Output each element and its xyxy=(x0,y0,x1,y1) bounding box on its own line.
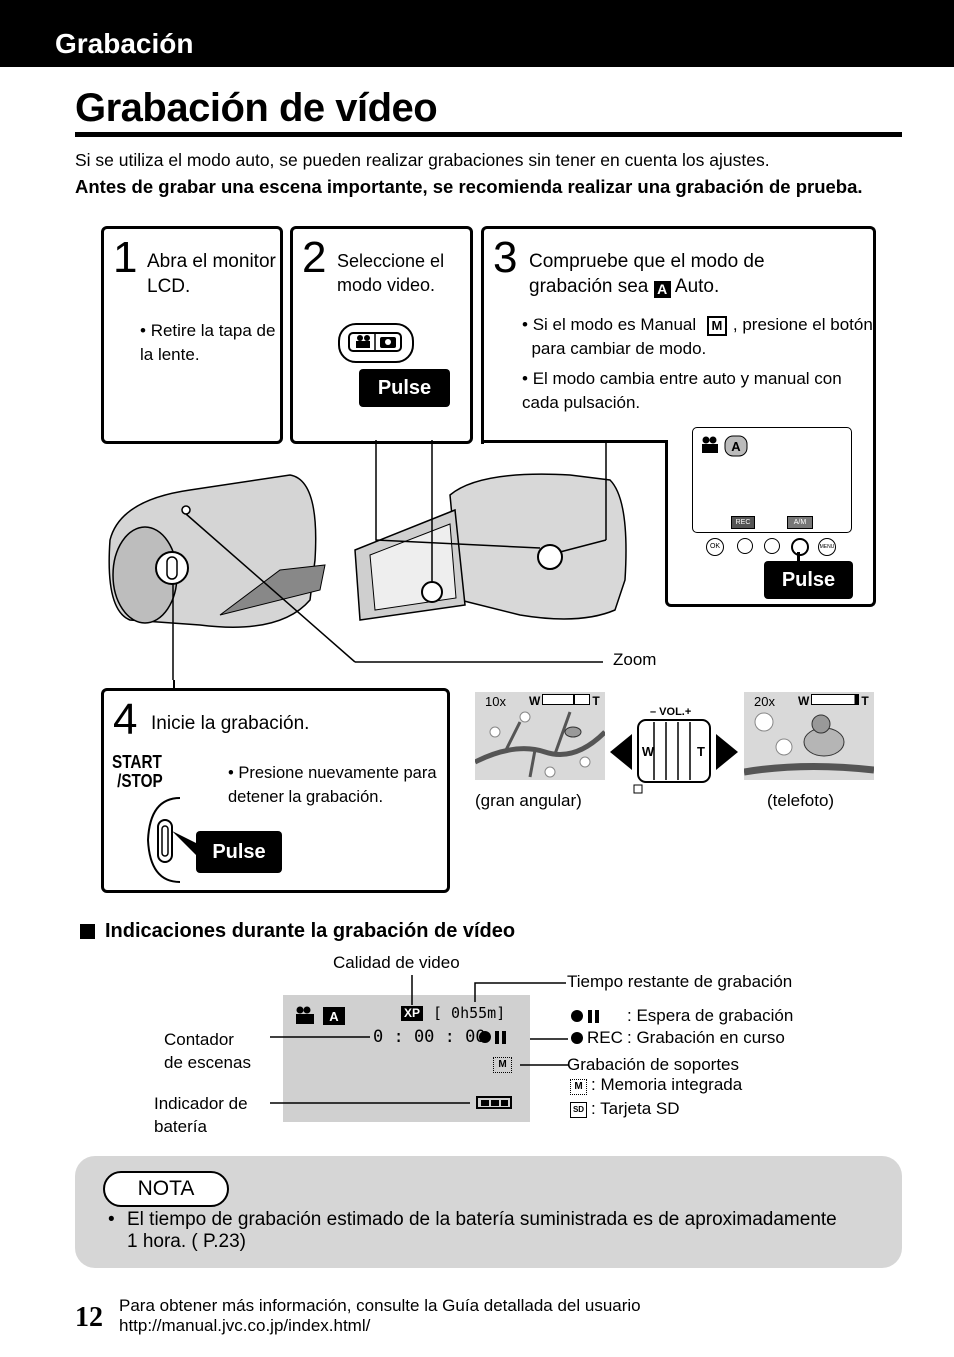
section-title: Grabación xyxy=(55,28,193,60)
recording-text: : Grabación en curso xyxy=(627,1028,785,1048)
intro-warning: Antes de grabar una escena importante, s… xyxy=(75,174,905,199)
step-4-box: 4 Inicie la grabación. START/STOP • Pres… xyxy=(101,688,450,893)
am-touch-button[interactable] xyxy=(791,538,809,556)
note-text: El tiempo de grabación estimado de la ba… xyxy=(127,1209,847,1253)
wide-zoom-level: 10x xyxy=(485,694,506,709)
mode-button[interactable] xyxy=(338,323,414,363)
page-number: 12 xyxy=(75,1302,103,1334)
touch-button-1[interactable] xyxy=(737,538,753,554)
am-indicator: A/M xyxy=(787,516,813,529)
video-photo-icon xyxy=(340,325,412,361)
step-4-number: 4 xyxy=(113,695,137,745)
svg-text:W: W xyxy=(642,744,655,759)
step-2-pulse-button[interactable]: Pulse xyxy=(359,369,450,407)
tele-zoom-level: 20x xyxy=(754,694,775,709)
standby-text: : Espera de grabación xyxy=(627,1006,793,1026)
step-3-bullet-2: • El modo cambia entre auto y manual con… xyxy=(522,367,874,415)
step-2-number: 2 xyxy=(302,233,326,283)
title-rule xyxy=(75,132,902,137)
media-label: Grabación de soportes xyxy=(567,1055,739,1075)
step-4-pulse-button[interactable]: Pulse xyxy=(196,831,282,873)
internal-memory-text: : Memoria integrada xyxy=(591,1075,742,1095)
sd-card-text: : Tarjeta SD xyxy=(591,1099,680,1119)
intro-text: Si se utiliza el modo auto, se pueden re… xyxy=(75,150,770,171)
svg-text:T: T xyxy=(697,744,705,759)
footer-text: Para obtener más información, consulte l… xyxy=(119,1296,641,1336)
step-3-box: 3 Compruebe que el modo de grabación sea… xyxy=(481,226,876,444)
zoom-lever[interactable]: W T xyxy=(608,716,740,796)
step-2-box: 2 Seleccione el modo video. Pulse xyxy=(290,226,473,444)
standby-pause-icon-1 xyxy=(588,1010,592,1023)
lcd-screen-step3: A REC A/M xyxy=(692,427,852,533)
internal-memory-legend-icon: M xyxy=(570,1079,587,1095)
recording-dot-icon xyxy=(571,1032,583,1044)
indication-leaders xyxy=(270,975,570,1115)
camcorder-illustration xyxy=(100,440,670,680)
step-4-title: Inicie la grabación. xyxy=(151,711,309,736)
sd-card-icon: SD xyxy=(570,1102,587,1118)
svg-text:A: A xyxy=(731,439,741,454)
time-label: Tiempo restante de grabación xyxy=(567,972,792,992)
step-2-title: Seleccione el modo video. xyxy=(337,249,467,297)
standby-dot-icon xyxy=(571,1010,583,1022)
auto-icon: A xyxy=(654,281,671,298)
zoom-label: Zoom xyxy=(613,650,656,670)
section-bullet-square xyxy=(80,924,95,939)
menu-button[interactable]: MENU xyxy=(818,538,836,556)
page-title: Grabación de vídeo xyxy=(75,86,437,131)
touch-button-2[interactable] xyxy=(764,538,780,554)
step-1-number: 1 xyxy=(113,233,137,283)
indications-heading: Indicaciones durante la grabación de víd… xyxy=(105,920,515,943)
note-tag: NOTA xyxy=(103,1171,229,1207)
video-auto-icon: A xyxy=(699,434,749,458)
start-stop-label: START/STOP xyxy=(112,753,163,791)
manual-icon: M xyxy=(707,316,727,336)
step-1-title: Abra el monitor LCD. xyxy=(147,249,282,299)
wide-caption: (gran angular) xyxy=(475,791,582,811)
step-1-box: 1 Abra el monitor LCD. • Retire la tapa … xyxy=(101,226,283,444)
rec-indicator: REC xyxy=(731,516,755,529)
tele-caption: (telefoto) xyxy=(767,791,834,811)
footer-url[interactable]: http://manual.jvc.co.jp/index.html/ xyxy=(119,1316,641,1336)
quality-label: Calidad de video xyxy=(333,953,460,973)
section-header: Grabación xyxy=(0,0,954,67)
step-3-number: 3 xyxy=(493,233,517,283)
recording-rec-label: REC xyxy=(587,1028,623,1048)
note-bullet: • xyxy=(108,1209,115,1231)
step-3-pulse-button[interactable]: Pulse xyxy=(764,561,853,599)
standby-pause-icon-2 xyxy=(595,1010,599,1023)
ok-button[interactable]: OK xyxy=(706,538,724,556)
step-3-bullet-1: • Si el modo es Manual M, presione el bo… xyxy=(522,313,874,361)
step-4-bullet: • Presione nuevamente para detener la gr… xyxy=(228,761,448,809)
step-1-bullet: • Retire la tapa de la lente. xyxy=(140,319,280,367)
step-3-title: Compruebe que el modo de grabación sea A… xyxy=(529,249,829,299)
